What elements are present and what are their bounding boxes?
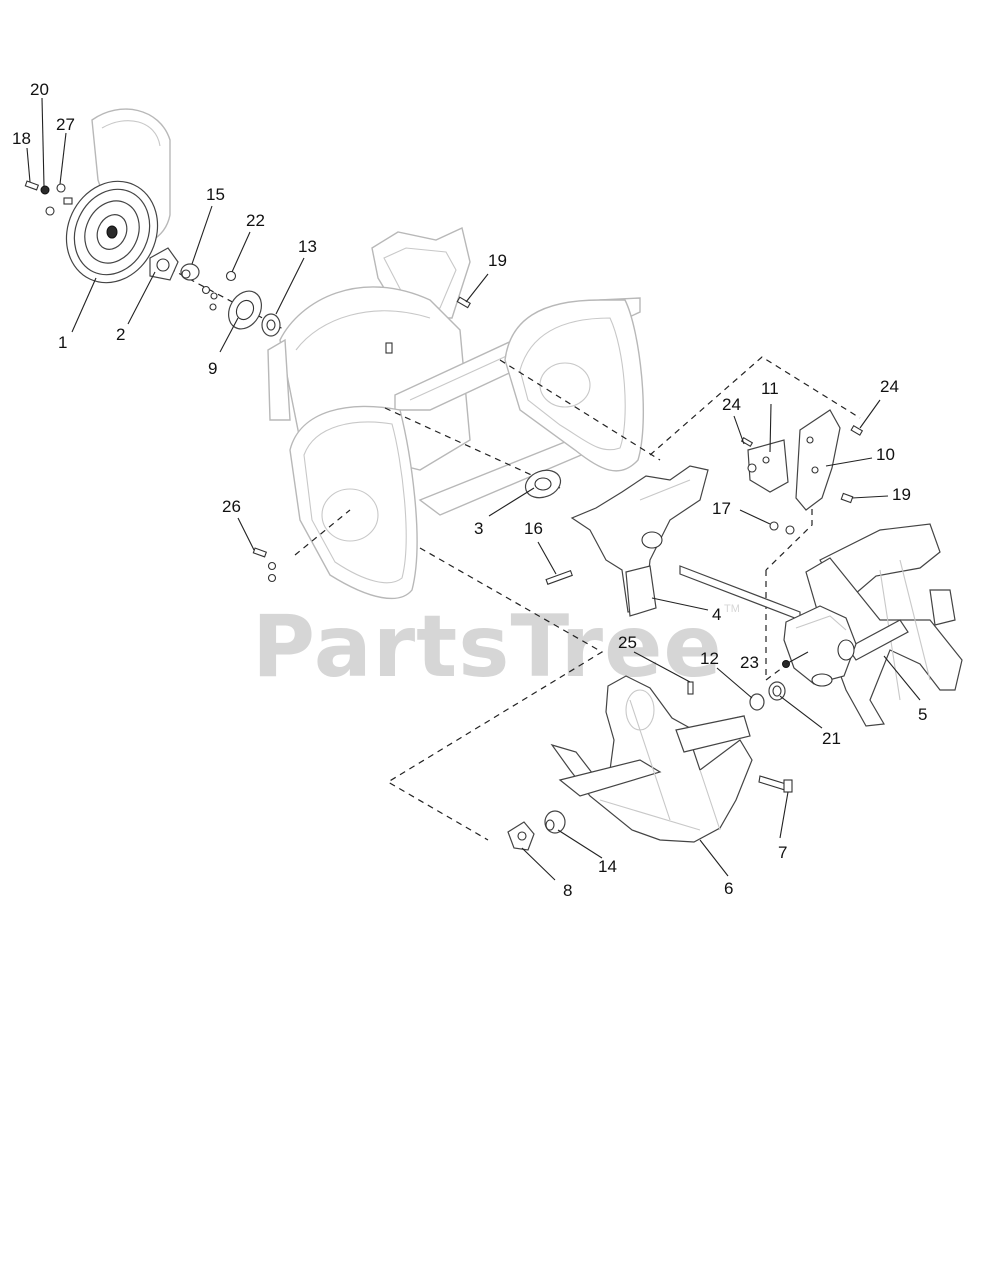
- callout-2[interactable]: 2: [116, 325, 125, 344]
- part-21-washer[interactable]: [768, 681, 786, 701]
- callout-25[interactable]: 25: [618, 633, 637, 652]
- callout-14[interactable]: 14: [598, 857, 617, 876]
- part-25-bolt[interactable]: [687, 681, 694, 695]
- housing-bolt: [385, 342, 393, 354]
- callout-12[interactable]: 12: [700, 649, 719, 668]
- part-17-bolt[interactable]: [769, 521, 795, 535]
- part-1-pulley[interactable]: [50, 108, 174, 298]
- pulley-hardware: [201, 285, 218, 311]
- callout-11[interactable]: 11: [761, 379, 779, 398]
- part-24-bolt-right[interactable]: [850, 425, 864, 436]
- part-4-impeller[interactable]: [570, 465, 709, 617]
- auger-housing: [267, 227, 645, 600]
- callout-9[interactable]: 9: [208, 359, 217, 378]
- callout-15[interactable]: 15: [206, 185, 225, 204]
- part-8-bearing-bracket[interactable]: [507, 821, 535, 851]
- callout-7[interactable]: 7: [778, 843, 787, 862]
- callout-17[interactable]: 17: [712, 499, 731, 518]
- part-9-bearing-plate[interactable]: [222, 285, 268, 335]
- callout-23[interactable]: 23: [740, 653, 759, 672]
- callout-21[interactable]: 21: [822, 729, 841, 748]
- callout-24-right[interactable]: 24: [880, 377, 899, 396]
- part-12-bushing[interactable]: [749, 693, 765, 711]
- callout-3[interactable]: 3: [474, 519, 483, 538]
- callout-22[interactable]: 22: [246, 211, 265, 230]
- part-19-bolt-right[interactable]: [840, 492, 854, 504]
- callout-19-right[interactable]: 19: [892, 485, 911, 504]
- callout-18[interactable]: 18: [12, 129, 31, 148]
- callout-19-top[interactable]: 19: [488, 251, 507, 270]
- part-20-washer[interactable]: [40, 185, 50, 195]
- part-6-left-auger[interactable]: [550, 675, 753, 843]
- callout-1[interactable]: 1: [58, 333, 67, 352]
- callout-27[interactable]: 27: [56, 115, 75, 134]
- part-7-bolt[interactable]: [758, 775, 793, 793]
- part-2-bearing-bracket[interactable]: [149, 247, 179, 281]
- part-3-bearing-flange[interactable]: [522, 466, 565, 503]
- callout-5[interactable]: 5: [918, 705, 927, 724]
- part-11-bracket[interactable]: [747, 439, 789, 493]
- part-22-nut[interactable]: [225, 270, 237, 282]
- part-18-bolt[interactable]: [24, 180, 40, 191]
- part-5-right-auger[interactable]: [805, 523, 963, 727]
- part-19-bolt-top[interactable]: [456, 296, 471, 309]
- watermark-trademark: TM: [724, 603, 740, 615]
- part-14-bushing[interactable]: [544, 810, 566, 834]
- callout-4[interactable]: 4: [712, 605, 721, 624]
- callout-16[interactable]: 16: [524, 519, 543, 538]
- part-26-bolt[interactable]: [252, 547, 277, 583]
- gearbox: [783, 605, 857, 687]
- part-16-roll-pin[interactable]: [545, 569, 573, 585]
- callout-numbers: 20 18 27 1 2 15 22 13 9 19 3 16 4 25 12 …: [12, 80, 927, 900]
- callout-10[interactable]: 10: [876, 445, 895, 464]
- callout-20[interactable]: 20: [30, 80, 49, 99]
- callout-26[interactable]: 26: [222, 497, 241, 516]
- callout-8[interactable]: 8: [563, 881, 572, 900]
- part-10-bracket[interactable]: [795, 409, 841, 511]
- callout-6[interactable]: 6: [724, 879, 733, 898]
- callout-13[interactable]: 13: [298, 237, 317, 256]
- part-15-bushing[interactable]: [180, 263, 200, 281]
- leader-lines: [26, 97, 921, 881]
- part-13-bearing[interactable]: [261, 313, 281, 337]
- callout-24-left[interactable]: 24: [722, 395, 741, 414]
- watermark-text: PartsTree: [252, 597, 723, 697]
- part-27-nut[interactable]: [45, 183, 73, 216]
